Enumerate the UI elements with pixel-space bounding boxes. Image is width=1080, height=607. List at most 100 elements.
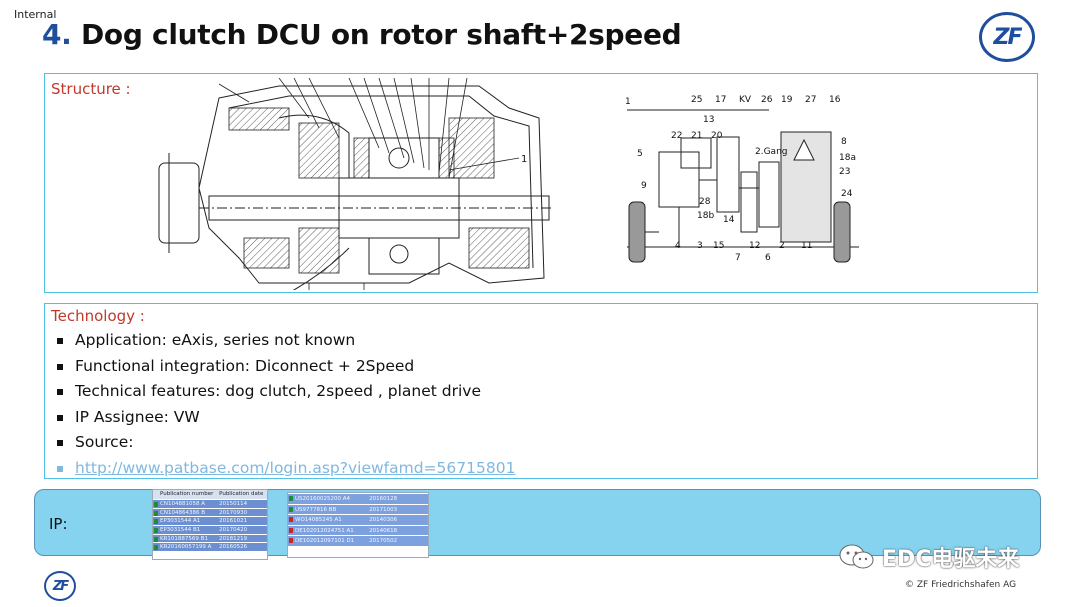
status-flag xyxy=(154,510,158,516)
list-item: Application: eAxis, series not known xyxy=(57,328,515,354)
wechat-icon xyxy=(839,544,874,569)
source-link[interactable]: http://www.patbase.com/login.asp?viewfam… xyxy=(57,456,515,482)
schematic-label: 6 xyxy=(765,253,771,263)
schematic-label: 18a xyxy=(839,153,856,163)
publication-date: 20140618 xyxy=(369,527,398,534)
schematic-2speed-drawing: 1 25 17 KV 26 19 27 16 13 22 21 20 8 5 2… xyxy=(625,95,859,263)
schematic-label: 19 xyxy=(781,95,793,105)
technology-label: Technology : xyxy=(51,307,145,325)
schematic-label: 20 xyxy=(711,131,723,141)
publication-number: DE102012097101 D1 xyxy=(288,536,369,546)
publication-number: CN104881058 A xyxy=(153,500,219,508)
status-flag xyxy=(289,506,293,512)
publication-number: EP3031544 B1 xyxy=(153,526,219,534)
publication-date: 20170930 xyxy=(219,509,248,516)
list-item: IP Assignee: VW xyxy=(57,405,515,431)
schematic-label: KV xyxy=(739,95,752,105)
publication-number: EP3031544 A1 xyxy=(153,517,219,525)
schematic-label: 3 xyxy=(697,241,703,251)
title-number: 4. xyxy=(42,18,72,51)
table-header: Publication number Publication date xyxy=(153,490,267,499)
technology-list: Application: eAxis, series not known Fun… xyxy=(57,328,515,481)
ip-label: IP: xyxy=(49,515,68,533)
schematic-label: 22 xyxy=(671,131,682,141)
schematic-label: 13 xyxy=(703,115,714,125)
page-title: 4. Dog clutch DCU on rotor shaft+2speed xyxy=(42,18,682,51)
technology-panel: Technology : Application: eAxis, series … xyxy=(44,303,1038,479)
status-flag xyxy=(289,517,293,522)
watermark-text: EDC电驱未来 xyxy=(882,547,1020,572)
publication-date: 20161021 xyxy=(219,518,248,525)
publication-date: 20160526 xyxy=(219,544,248,551)
status-flag xyxy=(154,502,158,507)
list-item: Functional integration: Diconnect + 2Spe… xyxy=(57,354,515,380)
schematic-label: 2.Gang xyxy=(755,147,788,157)
list-item: Source: xyxy=(57,430,515,456)
publication-date: 20160128 xyxy=(369,496,398,502)
status-flag xyxy=(289,496,293,501)
status-flag xyxy=(289,527,293,533)
structure-panel: Structure : xyxy=(44,73,1038,293)
structure-label: Structure : xyxy=(51,80,131,98)
ip-panel: IP: Publication number Publication date … xyxy=(34,489,1041,560)
schematic-label: 23 xyxy=(839,167,850,177)
publication-date: 20181219 xyxy=(219,535,248,542)
publication-date: 20150114 xyxy=(219,501,248,507)
zf-logo: ZF xyxy=(979,12,1035,62)
publication-number: WO14085245 A1 xyxy=(288,515,369,525)
schematic-label: 4 xyxy=(675,241,681,251)
status-flag xyxy=(154,528,158,534)
schematic-label: 12 xyxy=(749,241,760,251)
list-item: Technical features: dog clutch, 2speed ,… xyxy=(57,379,515,405)
rotor-shaft-section-drawing: 1 xyxy=(158,78,553,290)
drawing-callout: 1 xyxy=(521,154,527,165)
schematic-label: 1 xyxy=(625,97,631,107)
zf-logo-footer: ZF xyxy=(44,571,76,601)
publication-number: US9777816 BB xyxy=(288,505,369,515)
schematic-label: 15 xyxy=(713,241,724,251)
publication-date: 20170420 xyxy=(219,527,248,534)
schematic-label: 28 xyxy=(699,197,711,207)
status-flag xyxy=(154,545,158,551)
publication-date: 20170502 xyxy=(369,538,398,544)
status-flag xyxy=(289,538,293,543)
schematic-label: 9 xyxy=(641,181,647,191)
classification-label: Internal xyxy=(14,8,57,21)
status-flag xyxy=(154,519,158,525)
publication-number: CN104864386 B xyxy=(153,509,219,517)
schematic-label: 21 xyxy=(691,131,702,141)
publication-date: 20171003 xyxy=(369,506,398,513)
schematic-label: 18b xyxy=(697,211,714,221)
schematic-label: 16 xyxy=(829,95,841,105)
publication-table-left: Publication number Publication date CN10… xyxy=(152,489,268,560)
schematic-label: 8 xyxy=(841,137,847,147)
publication-number: DE102012024751 A1 xyxy=(288,526,369,536)
schematic-label: 27 xyxy=(805,95,816,105)
schematic-label: 14 xyxy=(723,215,735,225)
publication-number: KR20160057199 A xyxy=(153,543,219,551)
schematic-label: 11 xyxy=(801,241,812,251)
copyright: © ZF Friedrichshafen AG xyxy=(905,580,1017,590)
publication-number: KR101887569 B1 xyxy=(153,535,219,543)
schematic-label: 2 xyxy=(779,241,785,251)
title-text: Dog clutch DCU on rotor shaft+2speed xyxy=(80,18,682,51)
publication-number: US20160025200 A4 xyxy=(288,494,369,504)
publication-date: 20140306 xyxy=(369,517,398,523)
schematic-label: 26 xyxy=(761,95,773,105)
schematic-label: 7 xyxy=(735,253,741,263)
schematic-label: 17 xyxy=(715,95,726,105)
schematic-label: 5 xyxy=(637,149,643,159)
schematic-label: 24 xyxy=(841,189,853,199)
status-flag xyxy=(154,536,158,542)
